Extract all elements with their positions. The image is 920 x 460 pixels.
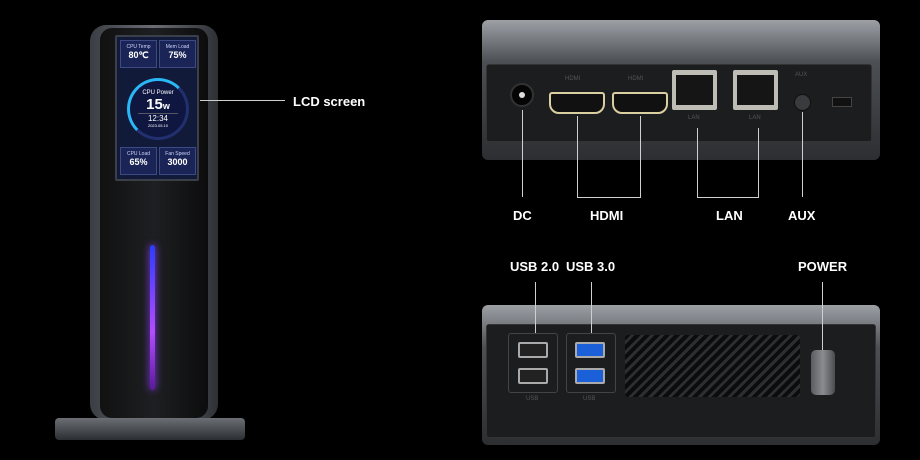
dc-port (510, 83, 534, 107)
cpu-power-value: 15 (146, 96, 163, 113)
kensington-lock-slot (832, 97, 852, 107)
usb3-leader-line (591, 282, 592, 333)
lan-port-2 (733, 70, 778, 110)
clock-date: 2023.05.10 (147, 123, 169, 128)
cpu-power-unit: w (162, 101, 170, 111)
hdmi-label: HDMI (590, 208, 624, 223)
tower-stand (55, 418, 245, 440)
usb2-label: USB 2.0 (510, 259, 560, 274)
lan-bracket (697, 197, 759, 198)
cpu-temp-value: 80℃ (128, 50, 149, 60)
lcd-leader-line (200, 100, 285, 101)
hdmi-print-1: HDMI (565, 76, 581, 82)
usb2-group (508, 333, 558, 393)
lcd-screen-label: LCD screen (293, 94, 366, 109)
usb2-port-1 (518, 342, 548, 358)
dc-label: DC (513, 208, 532, 223)
usb3-label: USB 3.0 (566, 259, 616, 274)
hdmi-bracket (577, 197, 641, 198)
aux-print: AUX (795, 72, 808, 78)
cpu-temp-label: CPU Temp (126, 44, 151, 50)
dc-leader-line (522, 110, 523, 197)
usb-print-2: USB (583, 396, 596, 402)
aux-port (794, 94, 811, 111)
aux-leader-line (802, 112, 803, 197)
hdmi-port-2 (612, 92, 668, 114)
hdmi-port-1 (549, 92, 605, 114)
lan-print-2: LAN (749, 115, 761, 121)
clock-time: 12:34 (138, 113, 178, 123)
cpu-load-value: 65% (129, 157, 148, 167)
mem-load-value: 75% (168, 50, 187, 60)
lan-leader-right (758, 128, 759, 197)
usb3-port-2 (575, 368, 605, 384)
power-button (811, 350, 835, 395)
hdmi-leader-left (577, 116, 578, 197)
hdmi-print-2: HDMI (628, 76, 644, 82)
usb3-port-1 (575, 342, 605, 358)
lan-print-1: LAN (688, 115, 700, 121)
usb3-group (566, 333, 616, 393)
lan-leader-left (697, 128, 698, 197)
usb-print-1: USB (526, 396, 539, 402)
hdmi-leader-right (640, 116, 641, 197)
cpu-power-gauge: CPU Power 15w 12:34 2023.05.10 (127, 78, 189, 140)
usb2-leader-line (535, 282, 536, 333)
fan-speed-value: 3000 (167, 157, 188, 167)
cpu-load-label: CPU Load (126, 151, 151, 157)
fan-speed-label: Fan Speed (165, 151, 190, 157)
lan-port-1 (672, 70, 717, 110)
air-vent (625, 335, 800, 397)
rgb-light-strip (150, 245, 155, 390)
lan-label: LAN (716, 208, 743, 223)
cpu-power-label: CPU Power (142, 90, 174, 96)
power-label: POWER (798, 259, 848, 274)
aux-label: AUX (788, 208, 816, 223)
mem-load-label: Mem Load (165, 44, 190, 50)
power-leader-line (822, 282, 823, 350)
usb2-port-2 (518, 368, 548, 384)
